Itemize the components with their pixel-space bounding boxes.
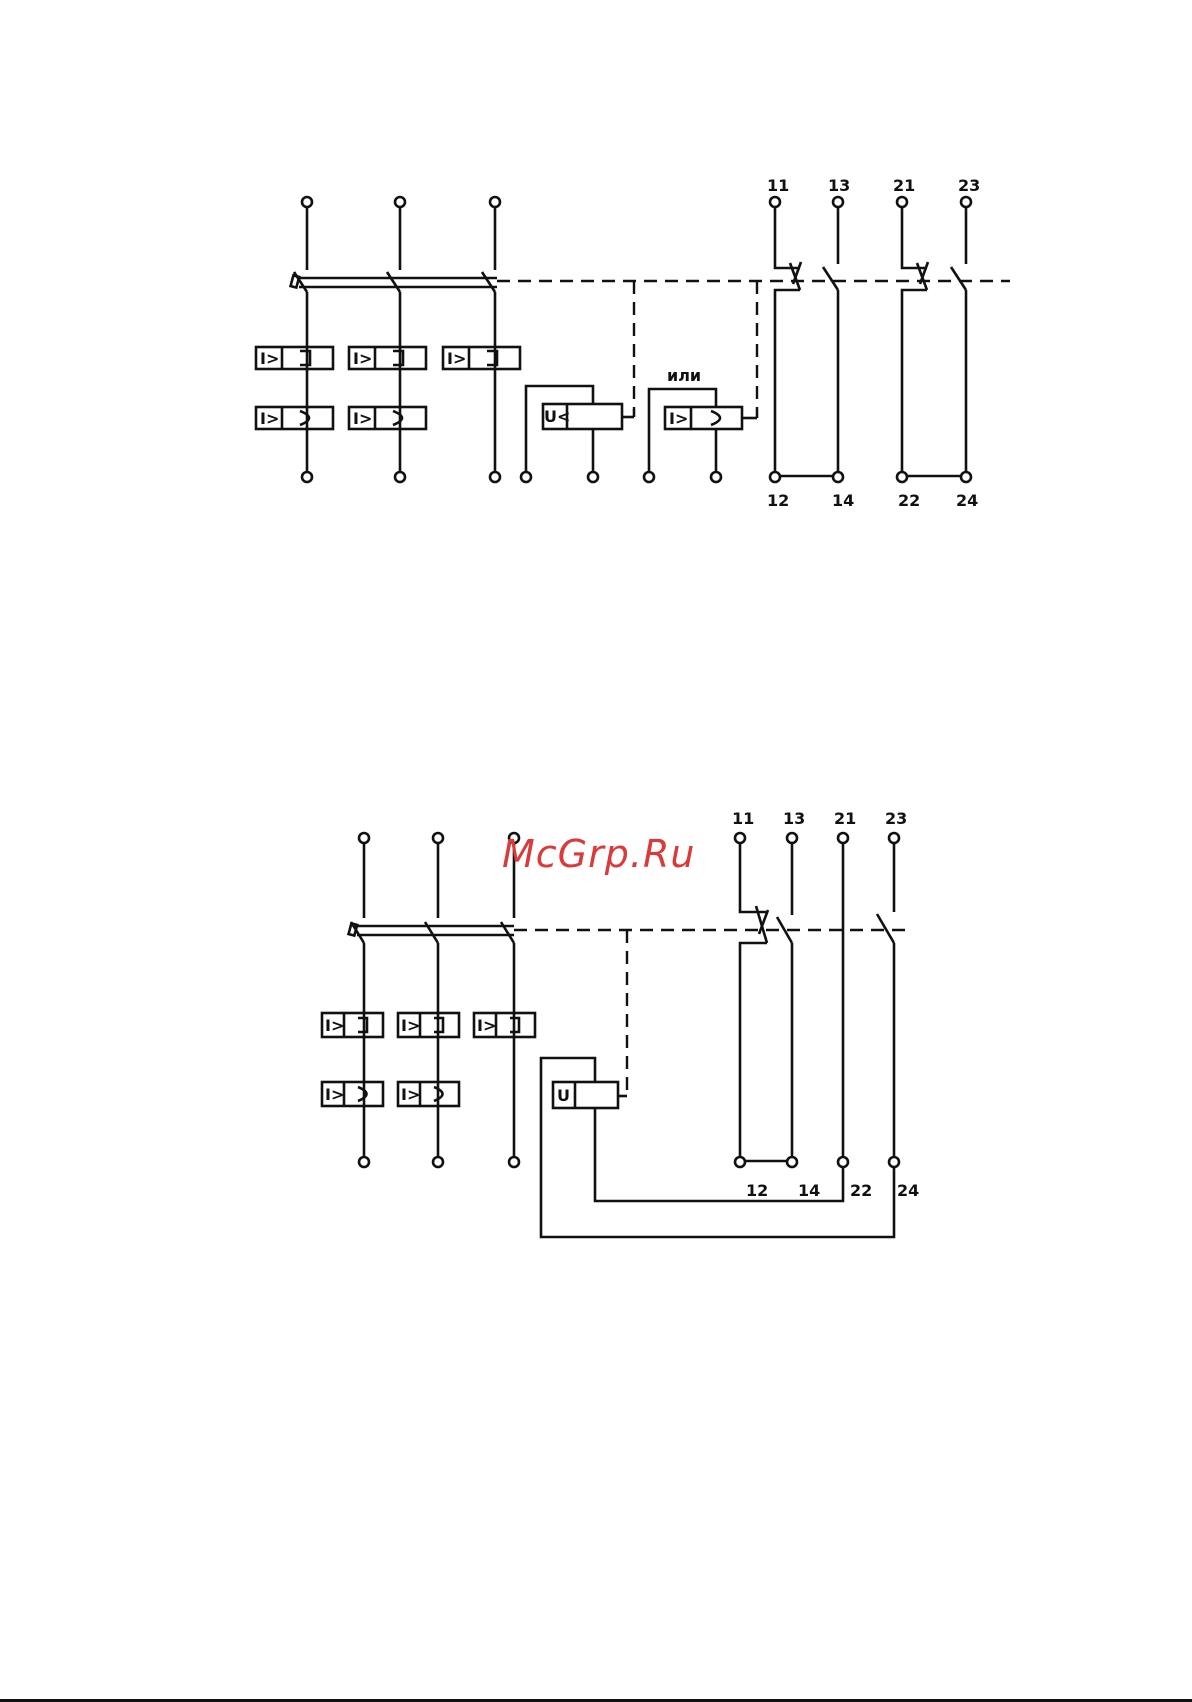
main-poles xyxy=(291,204,497,476)
label-22: 22 xyxy=(898,491,920,510)
label-24: 24 xyxy=(897,1181,919,1200)
label-14: 14 xyxy=(798,1181,820,1200)
auxiliary-contacts-1 xyxy=(775,204,966,476)
label-22: 22 xyxy=(850,1181,872,1200)
thermal-release: I> xyxy=(322,1082,383,1106)
overcurrent-symbol: I> xyxy=(353,349,372,368)
terminal-labels-1: 11 13 21 23 12 14 22 24 xyxy=(767,176,980,510)
label-11: 11 xyxy=(767,176,789,195)
or-label: или xyxy=(667,366,701,385)
label-14: 14 xyxy=(832,491,854,510)
overcurrent-symbol: I> xyxy=(260,409,279,428)
thermal-release: I> xyxy=(398,1082,459,1106)
label-24: 24 xyxy=(956,491,978,510)
label-21: 21 xyxy=(893,176,915,195)
overcurrent-release: I> xyxy=(443,347,520,369)
overcurrent-symbol: I> xyxy=(401,1085,420,1104)
overcurrent-symbol: I> xyxy=(447,349,466,368)
overcurrent-release: I> xyxy=(322,1013,383,1037)
label-13: 13 xyxy=(783,809,805,828)
label-12: 12 xyxy=(767,491,789,510)
undervoltage-symbol: U< xyxy=(544,407,570,426)
overcurrent-release: I> xyxy=(349,347,426,369)
overcurrent-release: I> xyxy=(398,1013,459,1037)
overcurrent-symbol: I> xyxy=(260,349,279,368)
terminal-labels-2: 11 13 21 23 12 14 22 24 xyxy=(732,809,919,1200)
label-23: 23 xyxy=(885,809,907,828)
auxiliary-contacts-2 xyxy=(740,838,894,1161)
main-poles xyxy=(349,838,514,1161)
label-12: 12 xyxy=(746,1181,768,1200)
overcurrent-release-row-1: I> I> I> xyxy=(256,347,520,369)
undervoltage-release: U< xyxy=(526,386,634,476)
voltage-coil: U xyxy=(541,1058,894,1237)
shunt-release: или I> xyxy=(649,366,757,476)
overcurrent-release: I> xyxy=(474,1013,535,1037)
terminals-2 xyxy=(359,833,899,1167)
overcurrent-symbol: I> xyxy=(401,1016,420,1035)
thermal-release: I> xyxy=(256,407,333,429)
overcurrent-symbol: I> xyxy=(669,409,688,428)
watermark: McGrp.Ru xyxy=(502,832,695,876)
label-21: 21 xyxy=(834,809,856,828)
label-11: 11 xyxy=(732,809,754,828)
overcurrent-release: I> xyxy=(256,347,333,369)
thermal-release: I> xyxy=(349,407,426,429)
overcurrent-symbol: I> xyxy=(353,409,372,428)
label-23: 23 xyxy=(958,176,980,195)
overcurrent-release-row-2: I> I> I> xyxy=(322,1013,535,1037)
diagram-1: I> I> I> I> xyxy=(256,176,1010,510)
terminals-1 xyxy=(302,197,971,482)
overcurrent-symbol: I> xyxy=(325,1085,344,1104)
label-13: 13 xyxy=(828,176,850,195)
overcurrent-symbol: I> xyxy=(477,1016,496,1035)
overcurrent-symbol: I> xyxy=(325,1016,344,1035)
coil-symbol: U xyxy=(557,1086,570,1105)
